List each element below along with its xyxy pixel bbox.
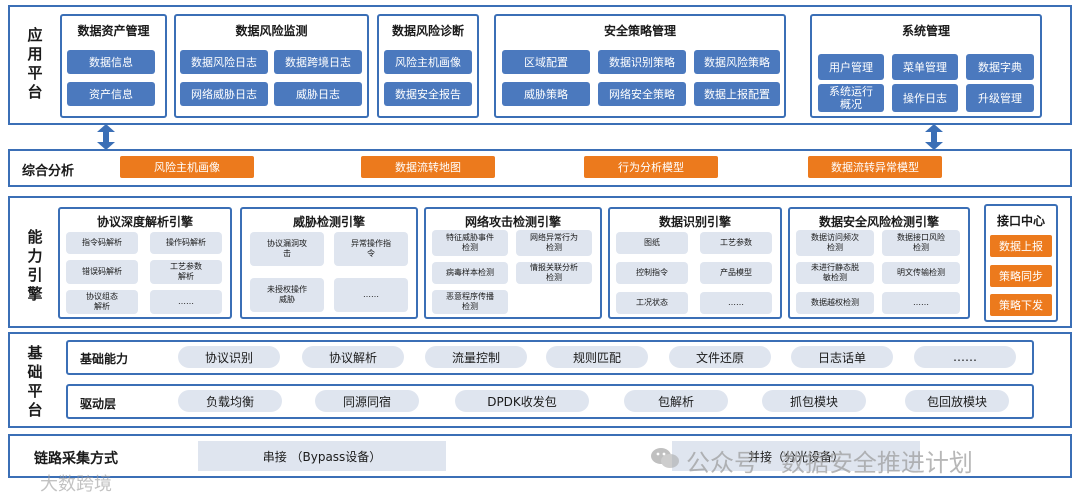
app-platform-title: 应用平台 (27, 26, 43, 101)
capability-pill: 协议识别 (178, 346, 280, 368)
engine-item: 异常操作指令 (334, 232, 408, 266)
engine-item: 产品模型 (700, 262, 772, 284)
engine-item: 指令码解析 (66, 232, 138, 254)
driver-pill: 抓包模块 (762, 390, 866, 412)
menu-identify-policy[interactable]: 数据识别策略 (598, 50, 686, 74)
menu-risk-policy[interactable]: 数据风险策略 (694, 50, 780, 74)
menu-network-threat-log[interactable]: 网络威胁日志 (180, 82, 268, 106)
driver-pill: 同源同宿 (315, 390, 419, 412)
group-title: 安全策略管理 (603, 24, 676, 38)
engine-item: …… (334, 278, 408, 312)
engine-item: 错误码解析 (66, 260, 138, 284)
engine-item: 控制指令 (616, 262, 688, 284)
capability-pill: 流量控制 (425, 346, 527, 368)
engine-item: 协议漏洞攻击 (250, 232, 324, 266)
group-title: 数据识别引擎 (658, 215, 731, 229)
engine-item: 未授权操作威胁 (250, 278, 324, 312)
double-arrow-icon (97, 124, 115, 150)
menu-operation-log[interactable]: 操作日志 (892, 84, 958, 112)
interface-policy-sync[interactable]: 策略同步 (990, 265, 1052, 287)
interface-data-report[interactable]: 数据上报 (990, 235, 1052, 257)
interface-policy-deliver[interactable]: 策略下发 (990, 294, 1052, 316)
group-title: 数据风险诊断 (391, 24, 464, 38)
menu-host-profile[interactable]: 风险主机画像 (384, 50, 472, 74)
analysis-flow-map[interactable]: 数据流转地图 (361, 156, 495, 178)
engine-item: …… (150, 290, 222, 314)
engine-item: 数据越权检测 (796, 292, 874, 314)
analysis-behavior-model[interactable]: 行为分析模型 (584, 156, 718, 178)
menu-threat-log[interactable]: 威胁日志 (274, 82, 362, 106)
capability-pill: …… (914, 346, 1016, 368)
menu-risk-log[interactable]: 数据风险日志 (180, 50, 268, 74)
engine-item: 协议组态解析 (66, 290, 138, 314)
engine-item: 工况状态 (616, 292, 688, 314)
menu-security-report[interactable]: 数据安全报告 (384, 82, 472, 106)
watermark-right: 公众号 · 数据安全推进计划 (686, 449, 973, 477)
collection-title: 链路采集方式 (34, 451, 118, 467)
capability-pill: 日志话单 (791, 346, 893, 368)
capability-pill: 协议解析 (302, 346, 404, 368)
menu-report-config[interactable]: 数据上报配置 (694, 82, 780, 106)
group-title: 系统管理 (901, 24, 950, 38)
group-title: 数据安全风险检测引擎 (818, 215, 939, 229)
menu-menu-management[interactable]: 菜单管理 (892, 54, 958, 80)
driver-pill: DPDK收发包 (455, 390, 589, 412)
watermark-left: 大数跨境 (40, 474, 112, 495)
engine-item: 特征威胁事件检测 (432, 230, 508, 256)
wechat-icon (650, 446, 680, 470)
interface-center-title: 接口中心 (996, 214, 1045, 228)
menu-data-dictionary[interactable]: 数据字典 (966, 54, 1034, 80)
engine-item: 未进行静态脱敏检测 (796, 262, 874, 284)
analysis-flow-anomaly-model[interactable]: 数据流转异常模型 (808, 156, 942, 178)
engine-item: 病毒样本检测 (432, 262, 508, 284)
engine-title: 能力引擎 (27, 228, 43, 303)
menu-zone-config[interactable]: 区域配置 (502, 50, 590, 74)
menu-network-policy[interactable]: 网络安全策略 (598, 82, 686, 106)
engine-item: 图纸 (616, 232, 688, 254)
group-title: 威胁检测引擎 (292, 215, 365, 229)
base-driver-label: 驱动层 (80, 397, 117, 411)
engine-item: 操作码解析 (150, 232, 222, 254)
menu-user-management[interactable]: 用户管理 (818, 54, 884, 80)
engine-item: …… (700, 292, 772, 314)
driver-pill: 负载均衡 (178, 390, 282, 412)
group-title: 网络攻击检测引擎 (464, 215, 561, 229)
driver-pill: 包解析 (624, 390, 728, 412)
engine-item: 数据访问频次检测 (796, 230, 874, 256)
menu-threat-policy[interactable]: 威胁策略 (502, 82, 590, 106)
group-title: 数据风险监测 (235, 24, 308, 38)
capability-pill: 规则匹配 (546, 346, 648, 368)
engine-item: 工艺参数 (700, 232, 772, 254)
menu-asset-info[interactable]: 资产信息 (67, 82, 155, 106)
collection-serial: 串接 （Bypass设备） (198, 441, 446, 471)
analysis-host-profile[interactable]: 风险主机画像 (120, 156, 254, 178)
base-title: 基础平台 (27, 344, 43, 419)
group-title: 数据资产管理 (77, 24, 150, 38)
menu-asset-data-info[interactable]: 数据信息 (67, 50, 155, 74)
driver-pill: 包回放模块 (905, 390, 1009, 412)
menu-crossborder-log[interactable]: 数据跨境日志 (274, 50, 362, 74)
capability-pill: 文件还原 (669, 346, 771, 368)
analysis-title: 综合分析 (22, 164, 75, 179)
engine-item: 恶意程序传播检测 (432, 290, 508, 314)
base-capability-label: 基础能力 (80, 352, 129, 366)
engine-item: 工艺参数解析 (150, 260, 222, 284)
engine-item: …… (882, 292, 960, 314)
menu-upgrade-management[interactable]: 升级管理 (966, 84, 1034, 112)
engine-item: 数据接口风险检测 (882, 230, 960, 256)
collection-parallel: 并接（分光设备） (672, 441, 920, 471)
menu-system-overview[interactable]: 系统运行概况 (818, 84, 884, 112)
engine-item: 明文传输检测 (882, 262, 960, 284)
double-arrow-icon (925, 124, 943, 150)
group-title: 协议深度解析引擎 (96, 215, 193, 229)
engine-item: 情报关联分析检测 (516, 262, 592, 284)
engine-item: 网络异常行为检测 (516, 230, 592, 256)
